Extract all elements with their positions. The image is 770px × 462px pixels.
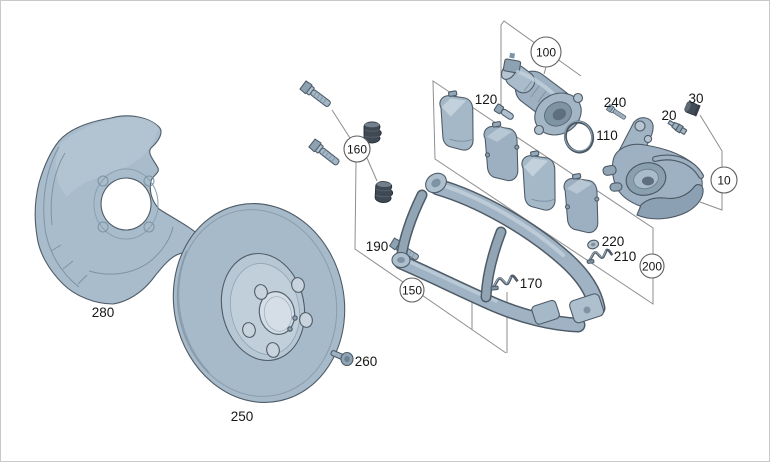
callout-label-110[interactable]: 110 bbox=[596, 128, 618, 143]
callout-label-210[interactable]: 210 bbox=[614, 249, 637, 264]
bleeder-thread bbox=[679, 127, 688, 135]
carrier-mount-pad-mid bbox=[531, 299, 560, 325]
callout-circle-200[interactable] bbox=[639, 253, 665, 279]
callouts: 100 160 150 10 200 280 250 260 190 170 1… bbox=[92, 36, 738, 424]
callout-label-200[interactable]: 200 bbox=[642, 260, 662, 274]
splash-shield-hub-ring bbox=[93, 168, 159, 240]
callout-100-pointer-line bbox=[543, 66, 547, 75]
splash-shield-slot-1 bbox=[143, 175, 155, 187]
brake-pad-1 bbox=[434, 87, 481, 155]
disc-lug-hole bbox=[266, 342, 280, 358]
splash-shield-rib-1 bbox=[43, 146, 80, 288]
caliper-carrier-part[interactable] bbox=[391, 169, 606, 333]
spring-clip-part[interactable] bbox=[584, 248, 615, 265]
callout-label-190[interactable]: 190 bbox=[366, 239, 389, 254]
caliper-part[interactable] bbox=[602, 117, 704, 220]
callout-label-120[interactable]: 120 bbox=[475, 92, 498, 107]
callout-label-220[interactable]: 220 bbox=[602, 234, 625, 249]
callout-label-100[interactable]: 100 bbox=[536, 46, 556, 60]
caliper-lug-left-lower bbox=[609, 182, 623, 192]
o-ring-part[interactable] bbox=[561, 118, 595, 155]
caliper-lug-left bbox=[602, 164, 617, 176]
brake-pad-2 bbox=[478, 118, 526, 185]
carrier-guide-bore-top bbox=[431, 178, 441, 188]
pad-pin-part[interactable] bbox=[493, 103, 515, 122]
motor-flange-shaft-hole bbox=[552, 108, 567, 121]
splash-shield-ticks bbox=[50, 244, 88, 285]
disc-thread-hole bbox=[292, 315, 298, 321]
pad-retainer-clip-part[interactable] bbox=[488, 273, 520, 292]
callout-label-160[interactable]: 160 bbox=[347, 143, 367, 157]
disc-lug-hole bbox=[242, 322, 256, 338]
washer-hole bbox=[590, 242, 596, 247]
callout-label-20[interactable]: 20 bbox=[661, 108, 676, 123]
callout-label-240[interactable]: 240 bbox=[604, 95, 627, 110]
motor-flange-ear bbox=[533, 124, 545, 136]
disc-set-screw-part[interactable] bbox=[330, 350, 354, 367]
caliper-piston-hole bbox=[642, 176, 654, 186]
carrier-mount-hole bbox=[583, 306, 591, 314]
motor-connector bbox=[502, 58, 522, 74]
disc-thread-hole bbox=[287, 326, 293, 332]
callout-label-150[interactable]: 150 bbox=[402, 284, 422, 298]
pad-pin-shaft bbox=[500, 108, 514, 120]
splash-shield-rib-2 bbox=[50, 152, 66, 226]
disc-lug-hole bbox=[254, 284, 268, 300]
callout-label-260[interactable]: 260 bbox=[355, 354, 378, 369]
splash-shield-channel bbox=[88, 226, 174, 275]
disc-thickness-edge bbox=[177, 250, 210, 374]
washer-part[interactable] bbox=[587, 239, 600, 250]
callout-label-10[interactable]: 10 bbox=[717, 174, 731, 188]
splash-shield-part[interactable] bbox=[34, 115, 203, 305]
group-10-bracket-line bbox=[699, 114, 723, 211]
callout-circle-150[interactable] bbox=[399, 277, 425, 303]
caliper-arm-boss bbox=[634, 120, 646, 132]
set-screw-socket bbox=[344, 356, 350, 362]
disc-lug-hole bbox=[299, 312, 313, 328]
group-150-leader-line bbox=[354, 161, 507, 354]
callout-circle-10[interactable] bbox=[710, 166, 738, 194]
callout-160-spoke-bolt bbox=[331, 109, 351, 139]
splash-shield-slot-3 bbox=[97, 221, 109, 233]
carrier-cross-link-mid bbox=[480, 226, 507, 303]
bleeder-cap-part[interactable] bbox=[683, 100, 701, 117]
callout-circle-100[interactable] bbox=[530, 36, 562, 68]
callout-label-30[interactable]: 30 bbox=[688, 91, 703, 106]
guide-bolt-1-part[interactable] bbox=[299, 80, 334, 110]
caliper-arm-boss bbox=[643, 134, 653, 144]
cap-flange bbox=[693, 104, 701, 117]
splash-shield-slot-2 bbox=[143, 221, 155, 233]
disc-lug-hole bbox=[291, 277, 305, 293]
carrier-guide-bore-left bbox=[397, 257, 405, 263]
brake-pad-3 bbox=[516, 147, 563, 215]
guide-bolt-2-part[interactable] bbox=[308, 138, 342, 169]
callout-label-250[interactable]: 250 bbox=[231, 409, 254, 424]
disc-rim-edge bbox=[176, 209, 338, 397]
cap-face bbox=[684, 101, 691, 112]
brake-pad-4 bbox=[558, 170, 606, 237]
carrier-arm-upper bbox=[429, 178, 606, 317]
motor-flange-ear bbox=[572, 92, 584, 104]
actuator-motor-part[interactable] bbox=[498, 52, 588, 143]
callout-circle-160[interactable] bbox=[343, 135, 371, 163]
guide-boot-2-part[interactable] bbox=[374, 180, 394, 204]
splash-shield-slot-4 bbox=[97, 175, 109, 187]
caliper-hook bbox=[636, 184, 704, 220]
disc-center-hole bbox=[258, 291, 296, 335]
callout-label-280[interactable]: 280 bbox=[92, 305, 115, 320]
caliper-lever-arc-fill bbox=[653, 155, 703, 178]
callout-label-170[interactable]: 170 bbox=[520, 276, 543, 291]
bleeder-screw-part[interactable] bbox=[667, 119, 688, 135]
callout-160-spoke-boot2 bbox=[366, 157, 378, 182]
o-ring-highlight bbox=[564, 120, 593, 152]
motor-connector-prong bbox=[509, 52, 516, 59]
disc-center-hole-shadow bbox=[263, 296, 293, 332]
brake-disc-part[interactable] bbox=[155, 188, 363, 419]
splash-shield-highlight bbox=[55, 117, 159, 197]
motor-ribs bbox=[523, 80, 547, 103]
